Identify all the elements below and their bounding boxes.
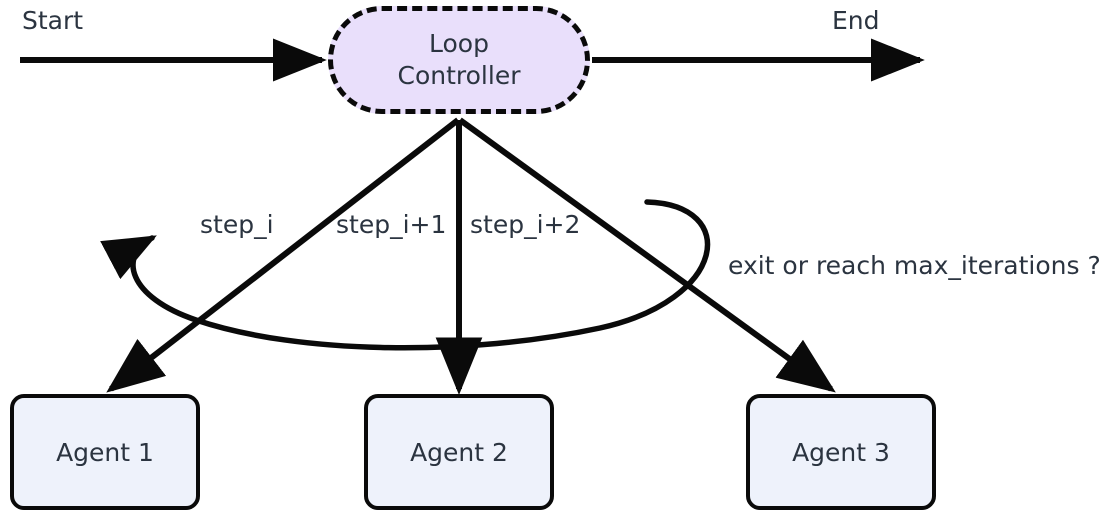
- loop-controller-line-2: Controller: [397, 61, 521, 90]
- edge-label-step-i: step_i: [200, 210, 274, 239]
- node-agent-1[interactable]: Agent 1: [10, 394, 200, 510]
- agent-1-label: Agent 1: [56, 437, 154, 467]
- loop-controller-line-1: Loop: [429, 28, 489, 58]
- agent-2-label: Agent 2: [410, 437, 508, 467]
- node-agent-3[interactable]: Agent 3: [746, 394, 936, 510]
- label-start: Start: [22, 6, 84, 35]
- node-loop-controller[interactable]: Loop Controller: [328, 6, 590, 114]
- edge-feedback-loop: [100, 199, 711, 351]
- edge-label-step-i-plus-2: step_i+2: [470, 210, 581, 239]
- edge-controller-to-agent-3: [458, 117, 836, 393]
- edge-controller-to-agent-1: [106, 117, 460, 393]
- agent-3-label: Agent 3: [792, 437, 890, 467]
- edge-label-step-i-plus-1: step_i+1: [336, 210, 447, 239]
- label-end: End: [832, 6, 880, 35]
- edge-label-exit-condition: exit or reach max_iterations ?: [728, 251, 1101, 280]
- node-agent-2[interactable]: Agent 2: [364, 394, 554, 510]
